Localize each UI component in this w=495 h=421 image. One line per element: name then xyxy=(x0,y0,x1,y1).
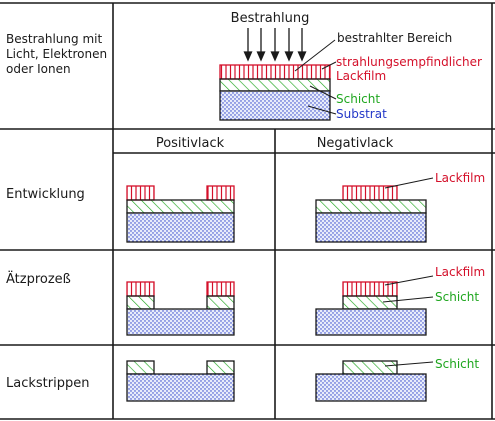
substrate xyxy=(126,212,235,243)
radiation-arrows xyxy=(243,28,307,62)
substrate xyxy=(315,308,427,336)
resist-block xyxy=(342,185,398,201)
layer xyxy=(315,199,427,214)
resist-block xyxy=(206,281,235,297)
leader-line xyxy=(307,105,337,115)
stripping-negative: Schicht xyxy=(315,357,479,402)
radiation-label: Bestrahlung xyxy=(231,11,310,26)
leader-line xyxy=(309,85,337,100)
layer xyxy=(206,360,235,375)
resist-block xyxy=(126,281,155,297)
row-label-development: Entwicklung xyxy=(6,187,85,202)
row-label-etching: Ätzprozeß xyxy=(6,271,71,287)
layer xyxy=(126,360,155,375)
substrate xyxy=(126,373,235,402)
column-header-positive: Positivlack xyxy=(156,136,225,151)
leader-line xyxy=(321,61,337,70)
development-negative: Lackfilm xyxy=(315,171,485,243)
row-label-exposure-line2: Licht, Elektronen xyxy=(6,47,107,61)
leader-line xyxy=(382,296,434,303)
irradiated-area-label: bestrahlter Bereich xyxy=(337,31,452,45)
substrate-label: Substrat xyxy=(336,107,387,121)
stripping-positive xyxy=(126,360,235,402)
layer xyxy=(126,295,155,310)
resist-film-callout: Lackfilm xyxy=(435,265,485,279)
layer xyxy=(342,295,398,310)
photoresist-film xyxy=(219,64,331,80)
layer xyxy=(126,199,235,214)
layer xyxy=(342,360,398,375)
etching-negative: Lackfilm Schicht xyxy=(315,265,485,336)
substrate xyxy=(219,90,331,121)
row-label-stripping: Lackstrippen xyxy=(6,376,89,391)
substrate xyxy=(315,373,427,402)
layer-callout: Schicht xyxy=(435,357,479,371)
layer xyxy=(206,295,235,310)
resist-block xyxy=(126,185,155,201)
photoresist-label-line1: strahlungsempfindlicher xyxy=(336,55,482,69)
substrate xyxy=(315,212,427,243)
layer-label: Schicht xyxy=(336,92,380,106)
layer-callout: Schicht xyxy=(435,290,479,304)
row-label-exposure-line1: Bestrahlung mit xyxy=(6,32,102,46)
leader-line xyxy=(384,275,434,286)
etching-positive xyxy=(126,281,235,336)
layer xyxy=(219,78,331,92)
leader-line xyxy=(384,361,434,367)
resist-film-callout: Lackfilm xyxy=(435,171,485,185)
development-positive xyxy=(126,185,235,243)
resist-block xyxy=(206,185,235,201)
leader-line xyxy=(294,39,336,72)
photoresist-label-line2: Lackfilm xyxy=(336,69,386,83)
column-header-negative: Negativlack xyxy=(317,136,394,151)
row-label-exposure-line3: oder Ionen xyxy=(6,62,71,76)
exposure-diagram: Bestrahlung bestrahlter Bereich strahlun… xyxy=(219,11,482,121)
leader-line xyxy=(384,177,434,189)
substrate xyxy=(126,308,235,336)
